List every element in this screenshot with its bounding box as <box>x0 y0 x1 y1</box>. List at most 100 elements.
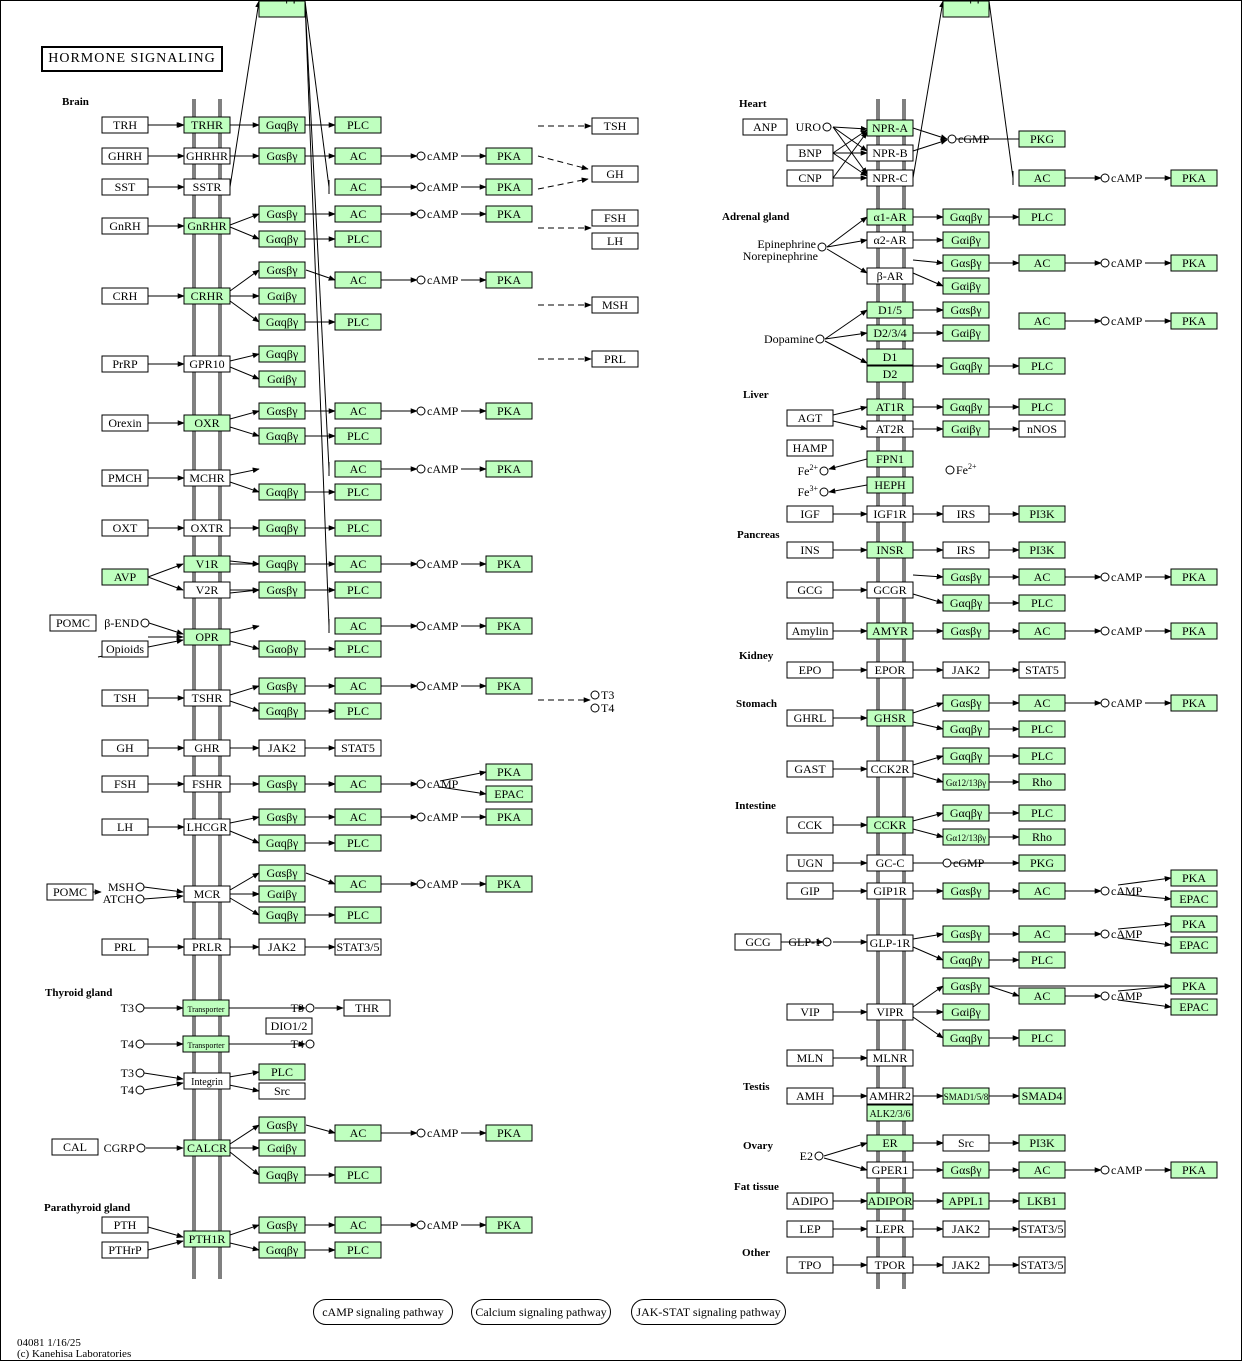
gene-prl[interactable]: PRL <box>591 350 639 368</box>
gene-g-q[interactable]: Gαqβγ <box>942 804 990 822</box>
gene-g-q[interactable]: Gαqβγ <box>258 1166 306 1184</box>
gene-ghrl[interactable]: GHRL <box>786 709 834 727</box>
gene-pka[interactable]: PKA <box>1170 254 1218 272</box>
gene-rho[interactable]: Rho <box>1018 828 1066 846</box>
gene-jak2[interactable]: JAK2 <box>942 661 990 679</box>
gene-fsh[interactable]: FSH <box>101 775 149 793</box>
gene-g-i[interactable]: Gαiβγ <box>258 1 306 18</box>
gene-g-s[interactable]: Gαsβγ <box>942 694 990 712</box>
gene-plc[interactable]: PLC <box>1018 747 1066 765</box>
gene-ac[interactable]: AC <box>1018 312 1066 330</box>
gene-d2[interactable]: D2 <box>866 365 914 383</box>
gene-pomc[interactable]: POMC <box>46 883 94 901</box>
gene-g-q[interactable]: Gαqβγ <box>258 116 306 134</box>
gene-trhr[interactable]: TRHR <box>183 116 231 134</box>
gene-g-q[interactable]: Gαqβγ <box>942 720 990 738</box>
gene-gcg[interactable]: GCG <box>786 581 834 599</box>
gene-plc[interactable]: PLC <box>334 427 382 445</box>
gene-g-s[interactable]: Gαsβγ <box>258 147 306 165</box>
gene-ac[interactable]: AC <box>334 677 382 695</box>
gene-g-s[interactable]: Gαsβγ <box>258 775 306 793</box>
gene-ac[interactable]: AC <box>1018 987 1066 1005</box>
gene-npr-a[interactable]: NPR-A <box>866 119 914 137</box>
gene-cckr[interactable]: CCKR <box>866 816 914 834</box>
link-camp-pathway[interactable]: cAMP signaling pathway <box>313 1299 453 1325</box>
gene-tsh[interactable]: TSH <box>591 117 639 135</box>
gene-alk2-3-6[interactable]: ALK2/3/6 <box>866 1104 914 1122</box>
gene-crh[interactable]: CRH <box>101 287 149 305</box>
gene-lepr[interactable]: LEPR <box>866 1220 914 1238</box>
gene-g-q[interactable]: Gαqβγ <box>258 834 306 852</box>
gene-plc[interactable]: PLC <box>1018 398 1066 416</box>
gene-d1-5[interactable]: D1/5 <box>866 301 914 319</box>
gene-bnp[interactable]: BNP <box>786 144 834 162</box>
gene-amhr2[interactable]: AMHR2 <box>866 1087 914 1105</box>
gene-gip1r[interactable]: GIP1R <box>866 882 914 900</box>
gene-stat5[interactable]: STAT5 <box>1018 661 1066 679</box>
gene-pka[interactable]: PKA <box>1170 622 1218 640</box>
gene-g-q[interactable]: Gαqβγ <box>258 345 306 363</box>
gene-mchr[interactable]: MCHR <box>183 469 231 487</box>
gene-g-q[interactable]: Gαqβγ <box>258 1241 306 1259</box>
gene-ac[interactable]: AC <box>1018 254 1066 272</box>
gene-ac[interactable]: AC <box>1018 882 1066 900</box>
gene-plc[interactable]: PLC <box>1018 357 1066 375</box>
gene-stat3-5[interactable]: STAT3/5 <box>1018 1220 1066 1238</box>
gene-pka[interactable]: PKA <box>1170 169 1218 187</box>
gene-pomc[interactable]: POMC <box>49 614 97 632</box>
gene-ac[interactable]: AC <box>1018 694 1066 712</box>
gene-ac[interactable]: AC <box>334 1124 382 1142</box>
gene-ac[interactable]: AC <box>334 555 382 573</box>
gene-ac[interactable]: AC <box>334 460 382 478</box>
gene-pka[interactable]: PKA <box>1170 568 1218 586</box>
gene-cal[interactable]: CAL <box>51 1138 99 1156</box>
gene-adipo[interactable]: ADIPO <box>786 1192 834 1210</box>
gene-pka[interactable]: PKA <box>485 875 533 893</box>
gene-plc[interactable]: PLC <box>1018 1029 1066 1047</box>
gene-anp[interactable]: ANP <box>742 118 788 136</box>
gene-plc[interactable]: PLC <box>334 519 382 537</box>
gene-dio1-2[interactable]: DIO1/2 <box>265 1017 313 1035</box>
gene-pka[interactable]: PKA <box>485 1216 533 1234</box>
gene-jak2[interactable]: JAK2 <box>942 1220 990 1238</box>
gene-g-s[interactable]: Gαsβγ <box>258 261 306 279</box>
gene-stat3-5[interactable]: STAT3/5 <box>1018 1256 1066 1274</box>
gene-g-s[interactable]: Gαsβγ <box>942 568 990 586</box>
gene-epo[interactable]: EPO <box>786 661 834 679</box>
gene-trh[interactable]: TRH <box>101 116 149 134</box>
gene-plc[interactable]: PLC <box>334 906 382 924</box>
gene-npr-b[interactable]: NPR-B <box>866 144 914 162</box>
gene-ghrh[interactable]: GHRH <box>101 147 149 165</box>
gene-glp-1r[interactable]: GLP-1R <box>866 934 914 952</box>
gene-gast[interactable]: GAST <box>786 760 834 778</box>
gene-prlr[interactable]: PRLR <box>183 938 231 956</box>
gene-insr[interactable]: INSR <box>866 541 914 559</box>
gene-at1r[interactable]: AT1R <box>866 398 914 416</box>
gene-tpo[interactable]: TPO <box>786 1256 834 1274</box>
gene-tshr[interactable]: TSHR <box>183 689 231 707</box>
gene-g-i[interactable]: Gαiβγ <box>258 1139 306 1157</box>
gene-agt[interactable]: AGT <box>786 409 834 427</box>
gene-plc[interactable]: PLC <box>334 1166 382 1184</box>
gene-g-s[interactable]: Gαsβγ <box>942 622 990 640</box>
gene-pka[interactable]: PKA <box>485 677 533 695</box>
gene-cck[interactable]: CCK <box>786 816 834 834</box>
gene-igf1r[interactable]: IGF1R <box>866 505 914 523</box>
gene-plc[interactable]: PLC <box>334 640 382 658</box>
gene-stat3-5[interactable]: STAT3/5 <box>334 938 382 956</box>
gene-pka[interactable]: PKA <box>1170 869 1218 887</box>
gene-g-i[interactable]: Gαiβγ <box>942 324 990 342</box>
gene-2-ar[interactable]: α2-AR <box>866 231 914 249</box>
gene-g-s[interactable]: Gαsβγ <box>258 864 306 882</box>
gene-g-s[interactable]: Gαsβγ <box>258 1116 306 1134</box>
gene-1-ar[interactable]: α1-AR <box>866 208 914 226</box>
gene-ac[interactable]: AC <box>1018 622 1066 640</box>
gene-gcg[interactable]: GCG <box>734 933 782 951</box>
gene-er[interactable]: ER <box>866 1134 914 1152</box>
gene-ac[interactable]: AC <box>334 271 382 289</box>
gene-g-o[interactable]: Gαoβγ <box>258 640 306 658</box>
gene-igf[interactable]: IGF <box>786 505 834 523</box>
gene-ac[interactable]: AC <box>334 775 382 793</box>
gene-g-s[interactable]: Gαsβγ <box>942 254 990 272</box>
gene-lep[interactable]: LEP <box>786 1220 834 1238</box>
